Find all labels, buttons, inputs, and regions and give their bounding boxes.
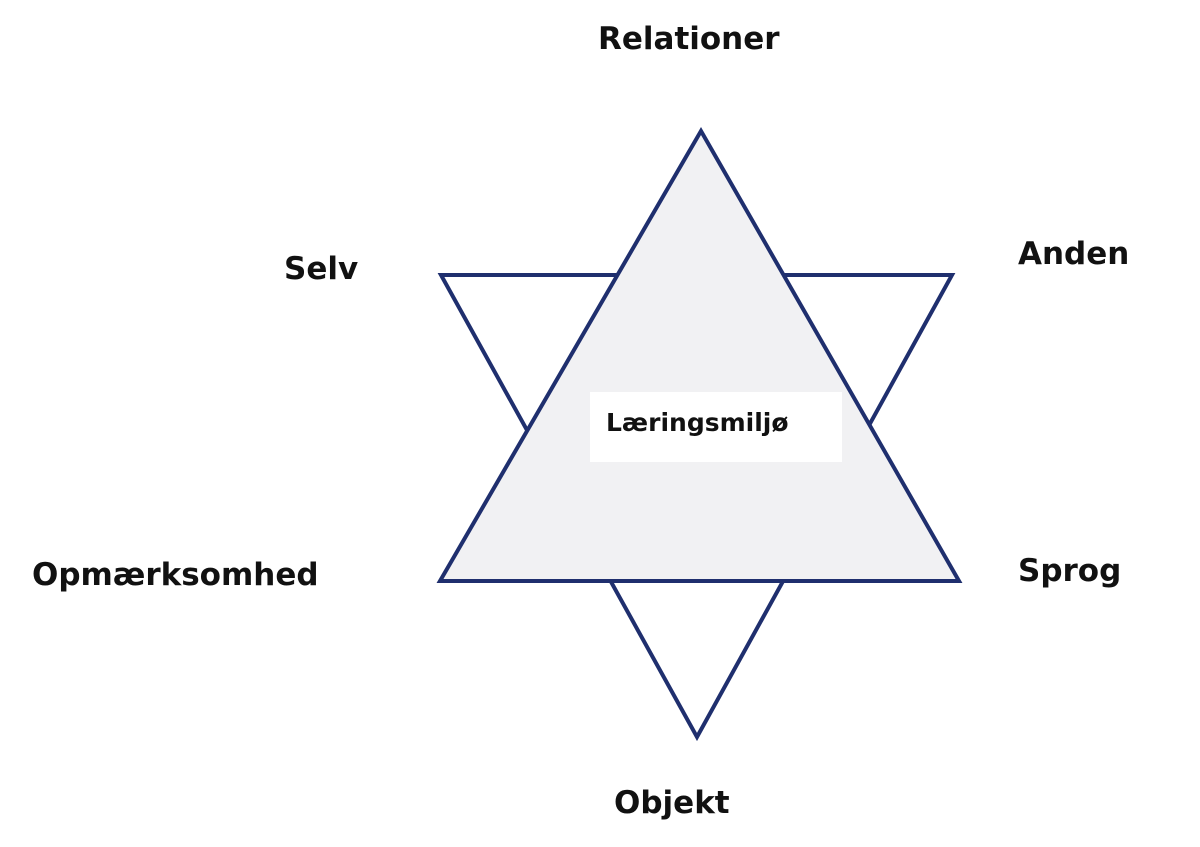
label-anden: Anden [1018, 236, 1130, 272]
label-sprog: Sprog [1018, 553, 1122, 589]
center-label: Læringsmiljø [606, 408, 789, 437]
upward-triangle [436, 126, 963, 583]
center-label-box [590, 392, 842, 462]
label-objekt: Objekt [614, 785, 730, 821]
label-selv: Selv [284, 251, 359, 287]
label-opmaerksomhed: Opmærksomhed [32, 557, 319, 593]
label-relationer: Relationer [598, 21, 780, 57]
